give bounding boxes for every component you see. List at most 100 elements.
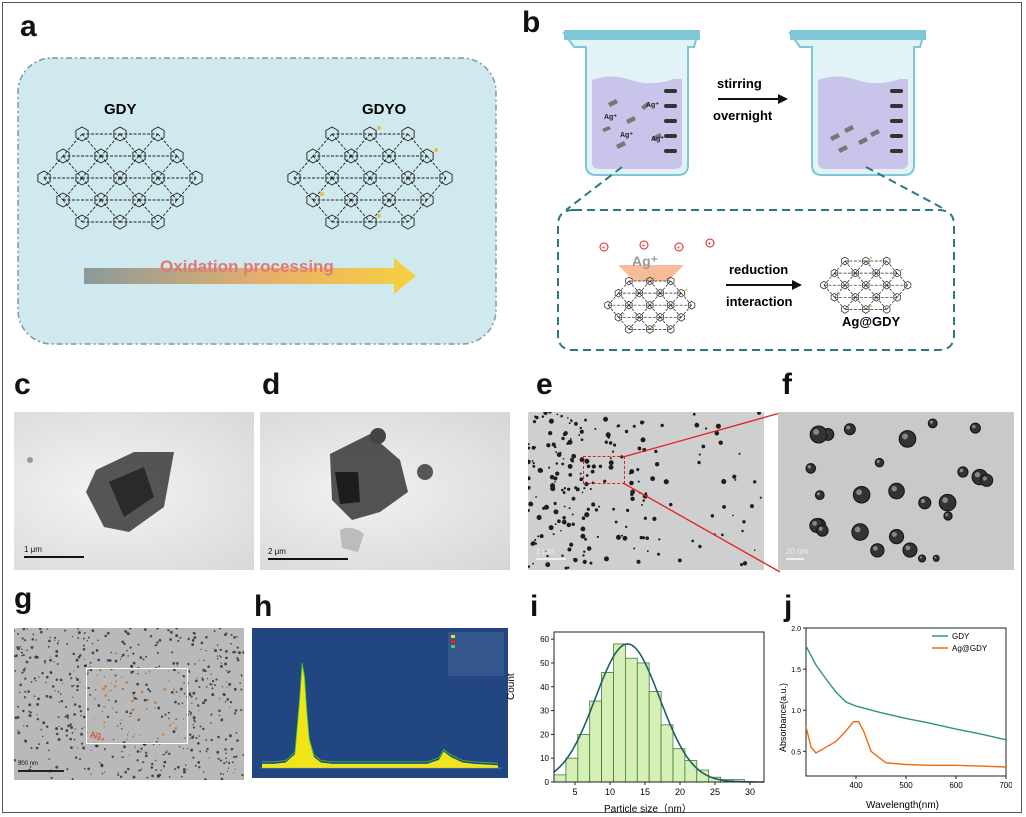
nanoparticle — [45, 675, 49, 679]
panel-label-b: b — [522, 6, 541, 39]
nanoparticle — [219, 759, 223, 762]
nanoparticle — [528, 485, 531, 490]
histogram-bar — [613, 643, 626, 783]
nanoparticle — [138, 769, 140, 772]
nanoparticle — [636, 468, 640, 472]
nanoparticle — [41, 671, 44, 675]
diyne-bond — [157, 199, 178, 223]
nanoparticle — [165, 751, 168, 754]
nanoparticle — [584, 481, 589, 487]
diyne-bond — [886, 284, 898, 298]
nanoparticle — [121, 756, 123, 758]
nanoparticle — [528, 446, 531, 450]
nanoparticle — [739, 563, 744, 567]
benzene-ring — [363, 214, 377, 230]
benzene-ring — [325, 170, 339, 186]
nanoparticle — [76, 665, 80, 668]
diyne-bond — [628, 317, 640, 330]
nanoparticle — [38, 628, 42, 630]
x-tick-label: 400 — [849, 781, 863, 790]
nanoparticle — [104, 771, 106, 773]
nanoparticle — [69, 737, 72, 741]
nanoparticle — [17, 731, 21, 735]
nanoparticle — [172, 722, 174, 724]
nanoparticle — [126, 649, 128, 652]
nanoparticle — [198, 766, 201, 769]
nanoparticle — [528, 565, 531, 568]
particle-highlight — [982, 476, 987, 481]
nanoparticle — [152, 743, 155, 746]
diyne-bond — [388, 199, 409, 223]
nanoparticle — [42, 721, 46, 725]
reduction-label: reduction — [729, 262, 789, 277]
diyne-bond — [875, 297, 887, 310]
nanoparticle — [528, 459, 531, 465]
nanoparticle — [608, 441, 613, 445]
nanoparticle — [163, 688, 167, 691]
nanoparticle — [177, 671, 180, 675]
diyne-bond — [618, 292, 630, 306]
nanoparticle — [108, 699, 110, 701]
nanoparticle — [73, 670, 75, 672]
diyne-bond — [62, 199, 83, 223]
scale-bar-f — [786, 558, 804, 560]
diyne-bond — [157, 133, 178, 157]
nanoparticle — [28, 714, 30, 716]
diyne-bond — [649, 304, 661, 318]
particle-highlight — [972, 424, 976, 429]
nanoparticle — [35, 680, 37, 682]
diyne-bond — [350, 177, 371, 201]
nanoparticle — [120, 727, 123, 730]
uv-series-line — [805, 645, 1007, 741]
nanoparticle — [177, 702, 180, 705]
nanoparticle — [220, 664, 223, 668]
nanoparticle — [200, 641, 204, 645]
nanoparticle — [609, 457, 612, 460]
nanoparticle — [198, 686, 201, 689]
nanoparticle — [119, 722, 122, 725]
nanoparticle — [590, 469, 595, 474]
nanoparticle — [17, 729, 19, 731]
nanoparticle — [583, 550, 586, 553]
nanoparticle — [548, 418, 554, 424]
nanoparticle — [160, 769, 162, 772]
gdy-title: GDY — [104, 101, 137, 118]
panel-label-g: g — [14, 582, 33, 615]
nanoparticle — [55, 732, 59, 736]
nanoparticle — [56, 642, 59, 645]
nanoparticle — [211, 680, 215, 683]
nanoparticle — [555, 471, 560, 476]
benzene-ring — [820, 280, 828, 290]
nanoparticle — [584, 418, 587, 422]
nanoparticle — [219, 772, 222, 775]
nanoparticle — [36, 703, 40, 706]
nanoparticle — [594, 428, 597, 431]
nanoparticle — [612, 507, 616, 511]
nanoparticle — [162, 765, 166, 768]
diyne-bond — [628, 280, 640, 294]
diyne-bond — [649, 317, 661, 330]
diyne-bond — [100, 199, 121, 223]
nanoparticle — [570, 457, 572, 460]
nanoparticle — [722, 505, 726, 509]
nanoparticle — [189, 738, 192, 740]
y-tick-label: 20 — [540, 730, 549, 739]
nanoparticle — [241, 773, 244, 777]
nanoparticle — [140, 690, 144, 694]
svg-text:Ag⁺: Ag⁺ — [646, 102, 659, 109]
nanoparticle — [852, 485, 871, 504]
nanoparticle — [95, 649, 99, 652]
nanoparticle — [154, 707, 156, 709]
nanoparticle — [161, 733, 165, 736]
svg-text:+: + — [708, 242, 712, 248]
nanoparticle — [546, 443, 551, 448]
nanoparticle — [121, 653, 125, 657]
benzene-ring — [151, 214, 165, 230]
nanoparticle — [205, 750, 208, 753]
nanoparticle — [698, 544, 702, 549]
nanoparticle — [176, 765, 180, 769]
particle-highlight — [919, 556, 923, 559]
nanoparticle — [16, 715, 20, 719]
nanoparticle — [236, 658, 240, 662]
nanoparticle — [71, 685, 74, 688]
